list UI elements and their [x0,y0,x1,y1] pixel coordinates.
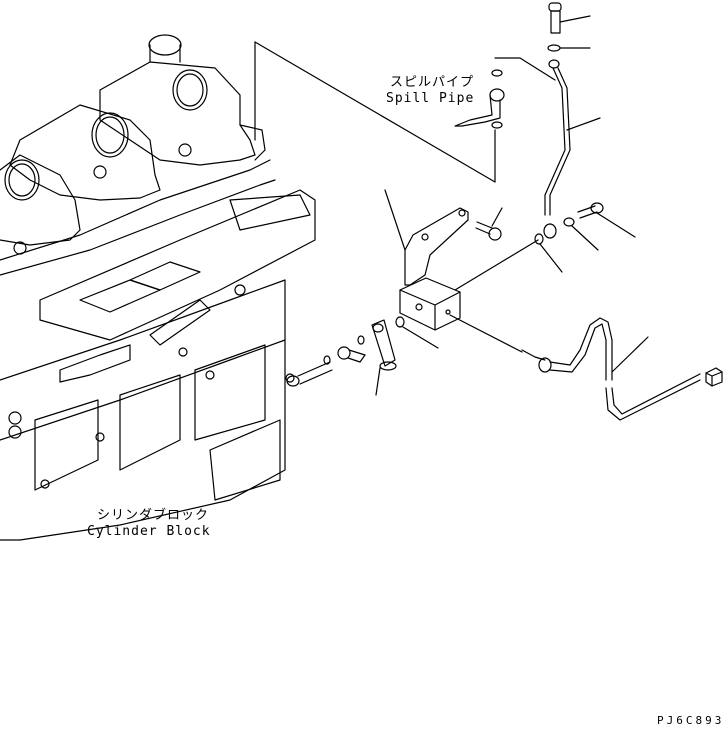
eye-bolt [577,202,636,238]
cylinder-block-label-jp: シリンダブロック [97,508,210,523]
washer-block [395,316,439,349]
bracket [384,189,469,286]
cylinder-block-drawing [0,34,316,541]
connector [705,367,723,387]
leader-line [254,41,496,183]
spill-pipe [543,59,601,239]
washer-top [547,44,591,52]
leader-line [494,57,556,81]
sensor-harness [449,314,701,421]
spill-pipe-label-jp: スピルパイプ [390,75,475,90]
washer-mid [534,233,563,273]
cylinder-block-label-en: Cylinder Block [87,524,211,539]
drawing-code: PJ6C893 [657,714,725,727]
washer-right [563,217,599,251]
clamp [371,319,397,396]
spill-pipe-label-en: Spill Pipe [386,91,475,106]
sensor-block [399,239,539,331]
clamp-bolt [286,335,366,387]
bolt-top [548,2,591,34]
bracket-bolt [475,207,503,241]
spill-pipe-inset [454,69,505,129]
